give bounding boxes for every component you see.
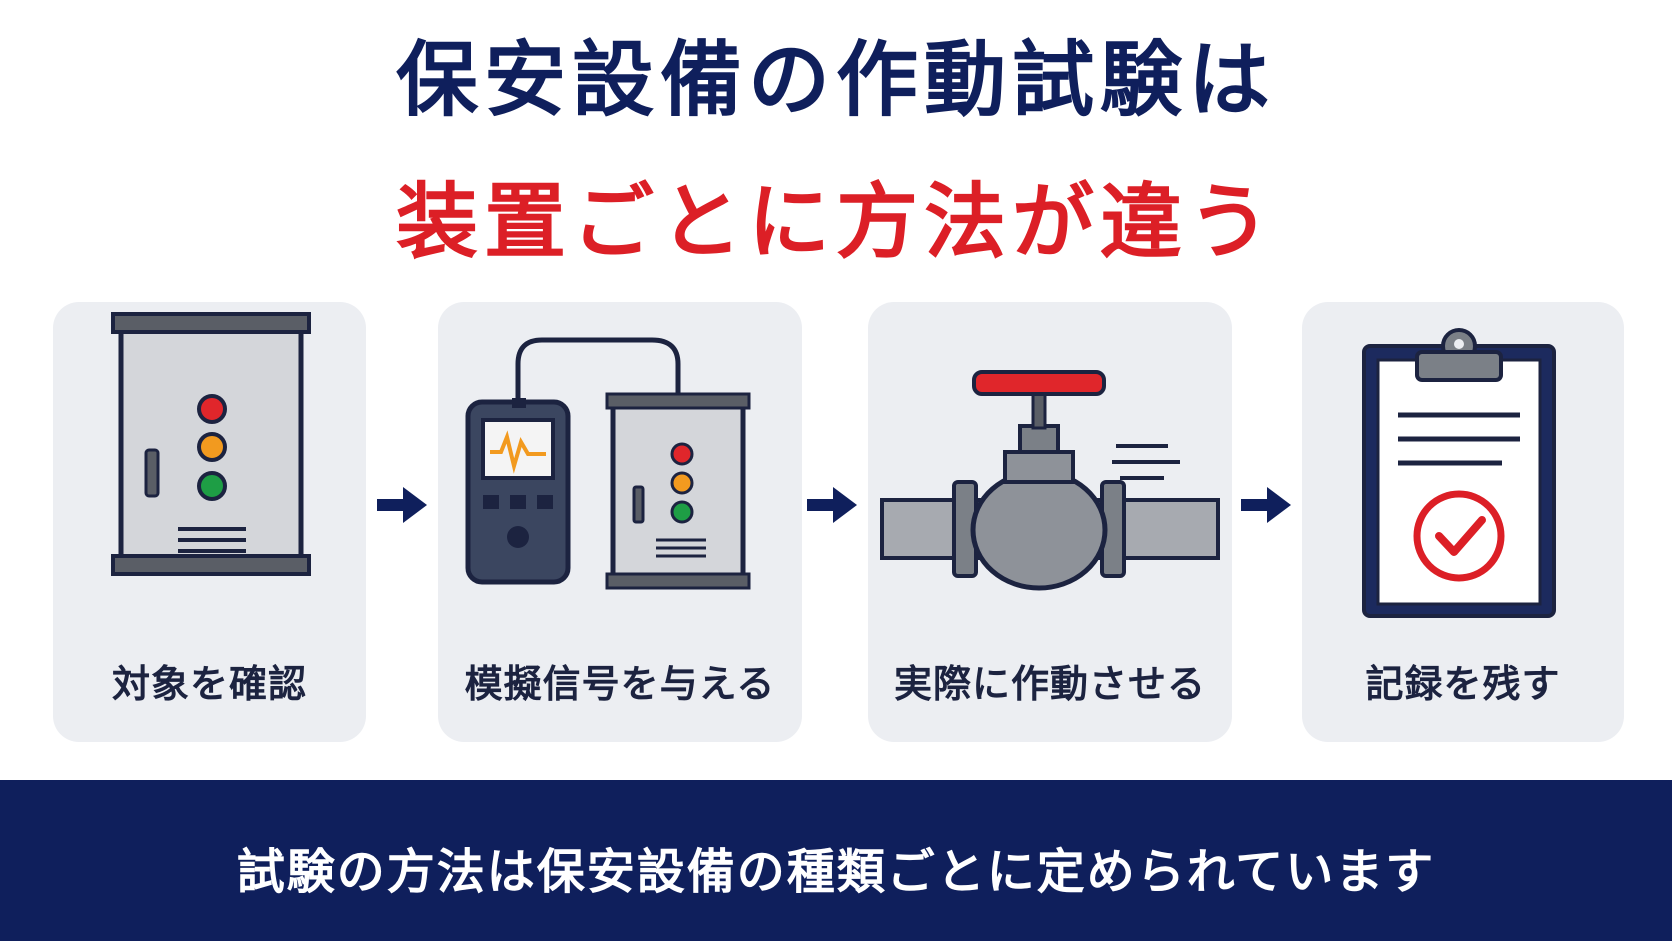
step-label: 模擬信号を与える: [464, 662, 776, 706]
footer-banner: 試験の方法は保安設備の種類ごとに定められています: [0, 780, 1672, 941]
control-cabinet-icon: [111, 312, 311, 576]
step-label: 実際に作動させる: [893, 662, 1206, 706]
footer-text: 試験の方法は保安設備の種類ごとに定められています: [236, 844, 1436, 900]
arrow-right-icon: [1241, 487, 1291, 523]
step-card-check-target: 対象を確認: [53, 302, 366, 742]
page-title-line-2: 装置ごとに方法が違う: [395, 175, 1276, 270]
valve-icon: [880, 370, 1220, 591]
page-title-line-1: 保安設備の作動試験は: [395, 33, 1276, 128]
step-card-keep-record: 記録を残す: [1302, 302, 1624, 742]
arrow-right-icon: [377, 487, 427, 523]
step-card-simulated-signal: 模擬信号を与える: [438, 302, 802, 742]
clipboard-check-icon: [1362, 328, 1556, 618]
arrow-right-icon: [807, 487, 857, 523]
step-label: 記録を残す: [1365, 662, 1561, 706]
signal-tester-with-cabinet-icon: [465, 337, 751, 590]
step-label: 対象を確認: [111, 662, 307, 706]
step-card-actual-operation: 実際に作動させる: [868, 302, 1232, 742]
